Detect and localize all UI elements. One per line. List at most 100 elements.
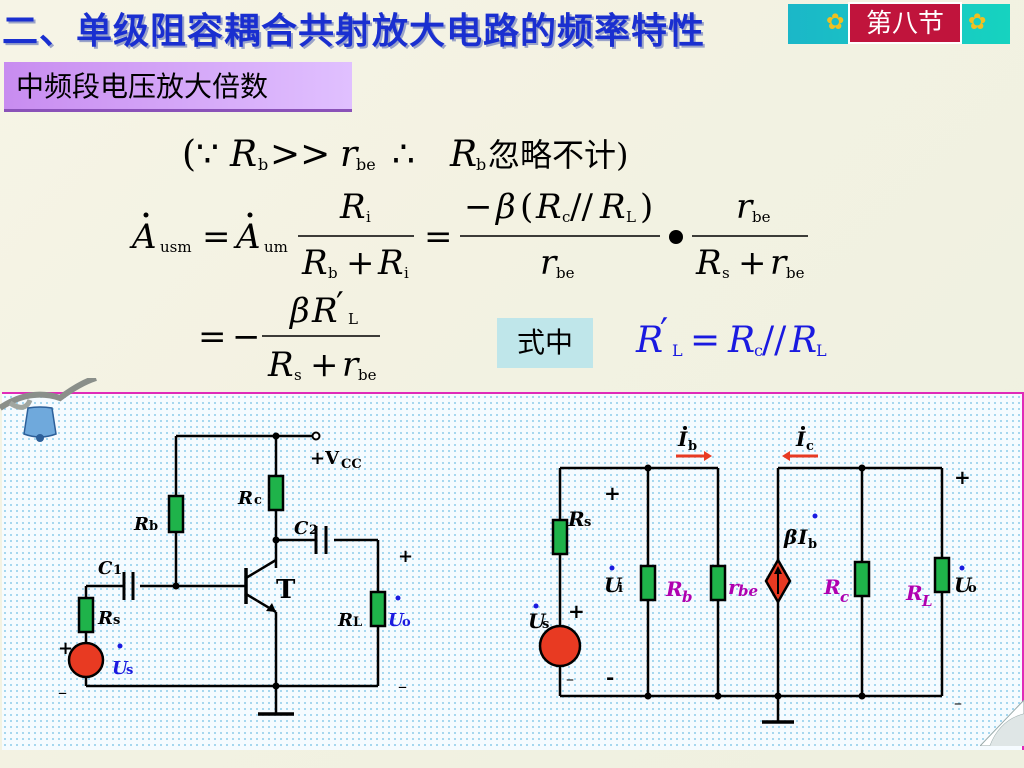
symbol-R: R	[789, 320, 817, 361]
paren: )	[640, 187, 653, 227]
plus: +	[310, 345, 339, 385]
subscript: c	[254, 493, 262, 508]
parallel: //	[570, 187, 593, 227]
symbol-beta: β	[288, 291, 310, 331]
bell-icon	[0, 378, 97, 442]
page-title: 二、单级阻容耦合共射放大电路的频率特性	[2, 11, 706, 52]
subscript: L	[672, 341, 683, 360]
resistor-rb	[639, 564, 657, 602]
c2-label: C	[294, 518, 309, 539]
symbol-r: r	[540, 243, 558, 283]
subscript: s	[294, 366, 302, 384]
subscript: be	[556, 264, 575, 282]
rbe-label: r	[728, 575, 740, 599]
rs-label: R	[567, 507, 585, 531]
us-label: U	[528, 609, 547, 633]
subscript: be	[358, 366, 377, 384]
transistor-label: T	[276, 575, 296, 605]
subscript: i	[404, 264, 409, 282]
multiply-dot	[669, 230, 683, 244]
ignore-text: 忽略不计)	[488, 136, 629, 174]
subscript: CC	[341, 457, 362, 472]
plus-sign: +	[58, 638, 73, 659]
subscript: s	[584, 515, 591, 530]
subscript: s	[722, 264, 730, 282]
subscript: b	[149, 519, 158, 534]
us-label: U	[112, 658, 129, 679]
plus-sign: +	[604, 481, 621, 505]
subscript: 2	[309, 523, 318, 538]
subscript: o	[402, 615, 411, 630]
formula-line-1: (∵ R b >> r be ∴ R b 忽略不计)	[182, 134, 629, 175]
where-label: 式中	[497, 318, 593, 368]
ib-label: I	[677, 427, 688, 451]
minus-sign: –	[566, 669, 574, 688]
subscript: s	[113, 613, 120, 628]
resistor-rbe	[709, 564, 727, 602]
rb-label: R	[665, 577, 683, 601]
minus: −	[464, 187, 493, 227]
ui-label: U	[604, 573, 623, 597]
uo-label: U	[954, 573, 973, 597]
plus-sign: +	[568, 599, 585, 623]
minus-sign: -	[606, 665, 614, 689]
subscript: b	[682, 588, 693, 606]
subscript: usm	[160, 238, 192, 256]
page-curl-icon	[980, 700, 1024, 746]
subscript: i	[618, 581, 623, 596]
subscript: b	[476, 155, 486, 174]
voltage-source-us	[67, 641, 105, 679]
equivalent-circuit: I b I c R s U i U s R b r be β I b R c R…	[528, 426, 977, 724]
resistor-rl	[369, 590, 387, 628]
subscript: s	[542, 617, 549, 632]
resistor-rc	[267, 474, 285, 512]
common-emitter-circuit: +V CC R b R c C 1 C 2 R s R L T U o U s …	[58, 431, 413, 716]
subscript: b	[328, 264, 338, 282]
therefore-text: ∴	[392, 134, 415, 175]
equals: =	[198, 317, 227, 357]
rl-prime-definition: R ′ L = R c // R L	[635, 312, 827, 361]
subscript: L	[348, 310, 358, 328]
subscript: 1	[113, 563, 122, 578]
symbol-R: R	[339, 187, 366, 227]
symbol-R: R	[635, 320, 663, 361]
equals: =	[202, 217, 231, 257]
rb-label: R	[133, 514, 149, 535]
symbol-A: A	[129, 217, 157, 257]
subscript: i	[366, 208, 371, 226]
section-badge[interactable]: 第八节	[848, 2, 962, 44]
subscript: be	[786, 264, 805, 282]
subscript: um	[264, 238, 288, 256]
rc-label: R	[237, 488, 253, 509]
symbol-R: R	[449, 134, 477, 175]
subscript: L	[921, 592, 933, 610]
symbol-R: R	[695, 243, 722, 283]
resistor-rb	[167, 494, 185, 534]
minus-sign: –	[398, 676, 407, 697]
symbol-r: r	[770, 243, 788, 283]
rs-label: R	[97, 608, 113, 629]
prime: ′	[660, 312, 668, 353]
resistor-rc	[853, 560, 871, 598]
symbol-R: R	[229, 134, 257, 175]
subscript: c	[840, 588, 849, 606]
subscript: L	[816, 341, 827, 360]
symbol-A: A	[233, 217, 261, 257]
equals: =	[690, 320, 720, 361]
flower-icon: ✿	[826, 10, 845, 35]
minus-sign: –	[954, 693, 962, 712]
symbol-r: r	[342, 345, 360, 385]
minus: −	[232, 317, 261, 357]
resistor-rl	[933, 556, 951, 594]
plus: +	[738, 243, 767, 283]
symbol-R: R	[377, 243, 404, 283]
prime: ′	[336, 285, 344, 325]
symbol-R: R	[599, 187, 626, 227]
subscript: L	[626, 208, 636, 226]
rc-label: R	[823, 575, 841, 599]
subscript: L	[353, 615, 362, 630]
subscript: be	[738, 582, 758, 600]
subscript: o	[968, 581, 977, 596]
subscript: be	[356, 155, 376, 174]
symbol-R: R	[535, 187, 562, 227]
